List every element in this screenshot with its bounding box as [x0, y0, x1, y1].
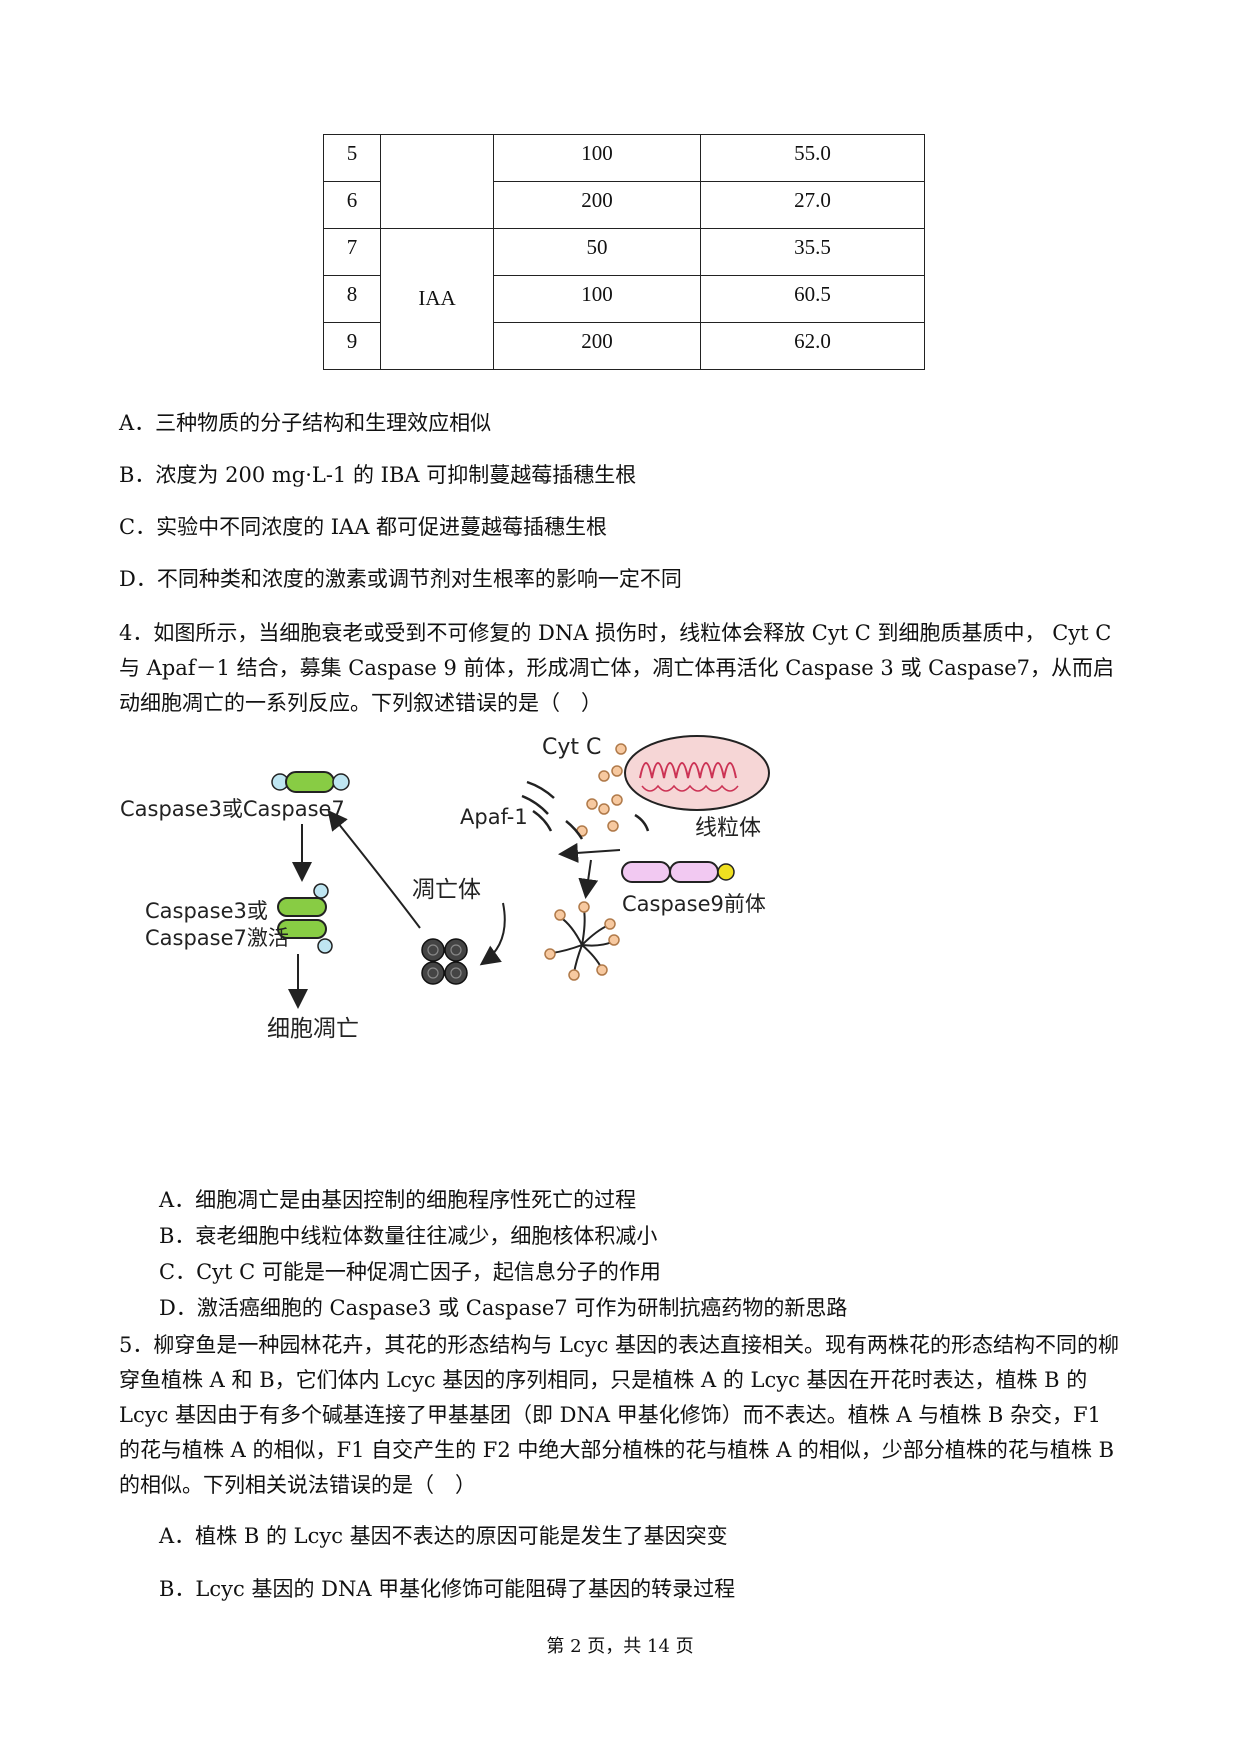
caspase9-precursor-icon	[621, 861, 735, 883]
table-row: 6 200 27.0	[323, 181, 925, 229]
results-table: 5 100 55.0 6 200 27.0 7 IAA 50 35.5 8 10…	[323, 134, 925, 370]
table-cell	[380, 134, 494, 229]
mitochondrion-icon	[624, 735, 770, 811]
table-cell: 60.5	[700, 275, 925, 323]
q4-stem: 4．如图所示，当细胞衰老或受到不可修复的 DNA 损伤时，线粒体会释放 Cyt …	[119, 621, 1115, 715]
table-cell: 200	[493, 181, 701, 229]
table-row: 9 200 62.0	[323, 322, 925, 370]
table-cell: 9	[323, 322, 381, 370]
activated-label-2: Caspase7激活	[145, 926, 289, 950]
table-row: 7 IAA 50 35.5	[323, 228, 925, 370]
q5-stem: 5．柳穿鱼是一种园林花卉，其花的形态结构与 Lcyc 基因的表达直接相关。现有两…	[119, 1333, 1120, 1497]
caspase9-label: Caspase9前体	[622, 892, 766, 916]
table-cell: 100	[493, 134, 701, 182]
table-cell: 7	[323, 228, 381, 276]
apoptosome-complex-icon	[421, 938, 468, 985]
q3-option-a: A．三种物质的分子结构和生理效应相似	[119, 411, 492, 435]
table-cell: 35.5	[700, 228, 925, 276]
mitochondrion-label: 线粒体	[695, 816, 761, 841]
arrow-caspase9-to-apoptosome	[558, 842, 621, 863]
apaf1-icon	[521, 780, 650, 840]
caspase37-label: Caspase3或Caspase7	[120, 797, 345, 821]
table-row: 5 100 55.0	[323, 134, 925, 229]
table-cell: 100	[493, 275, 701, 323]
page-footer: 第 2 页，共 14 页	[546, 1636, 694, 1657]
table-cell-group: IAA	[380, 228, 494, 370]
q3-option-c: C．实验中不同浓度的 IAA 都可促进蔓越莓插穗生根	[119, 515, 608, 539]
q5-option-b: B．Lcyc 基因的 DNA 甲基化修饰可能阻碍了基因的转录过程	[159, 1577, 736, 1601]
table-cell: 6	[323, 181, 381, 229]
apoptosome-label: 凋亡体	[412, 877, 481, 903]
apaf-label: Apaf-1	[460, 805, 528, 829]
table-row: 8 100 60.5	[323, 275, 925, 323]
table-cell: 27.0	[700, 181, 925, 229]
caspase37-active-icon	[277, 883, 333, 954]
table-cell: 55.0	[700, 134, 925, 182]
q4-option-a: A．细胞凋亡是由基因控制的细胞程序性死亡的过程	[159, 1188, 637, 1212]
activated-label-1: Caspase3或	[145, 899, 268, 923]
arrow-to-apoptosome	[578, 859, 599, 899]
cytc-label: Cyt C	[542, 735, 601, 760]
table-cell: 50	[493, 228, 701, 276]
table-cell: 62.0	[700, 322, 925, 370]
table-cell: 8	[323, 275, 381, 323]
table-cell: 200	[493, 322, 701, 370]
arrow-to-complex	[479, 902, 506, 966]
cytc-molecules-icon	[576, 743, 627, 837]
q4-option-d: D．激活癌细胞的 Caspase3 或 Caspase7 可作为研制抗癌药物的新…	[159, 1296, 848, 1320]
apoptosome-icon	[544, 901, 620, 981]
table-cell: 5	[323, 134, 381, 182]
q3-option-b: B．浓度为 200 mg·L-1 的 IBA 可抑制蔓越莓插穗生根	[119, 463, 637, 487]
arrow-to-caspase37	[327, 809, 421, 929]
apoptosis-label: 细胞凋亡	[267, 1016, 359, 1042]
caspase37-inactive-icon	[271, 771, 350, 793]
q3-option-d: D．不同种类和浓度的激素或调节剂对生根率的影响一定不同	[119, 567, 682, 591]
q5-option-a: A．植株 B 的 Lcyc 基因不表达的原因可能是发生了基因突变	[159, 1524, 728, 1548]
q4-option-c: C．Cyt C 可能是一种促凋亡因子，起信息分子的作用	[159, 1260, 661, 1284]
q4-option-b: B．衰老细胞中线粒体数量往往减少，细胞核体积减小	[159, 1224, 658, 1248]
apoptosis-diagram: Cyt C 线粒体 Apaf-1	[120, 735, 770, 1042]
